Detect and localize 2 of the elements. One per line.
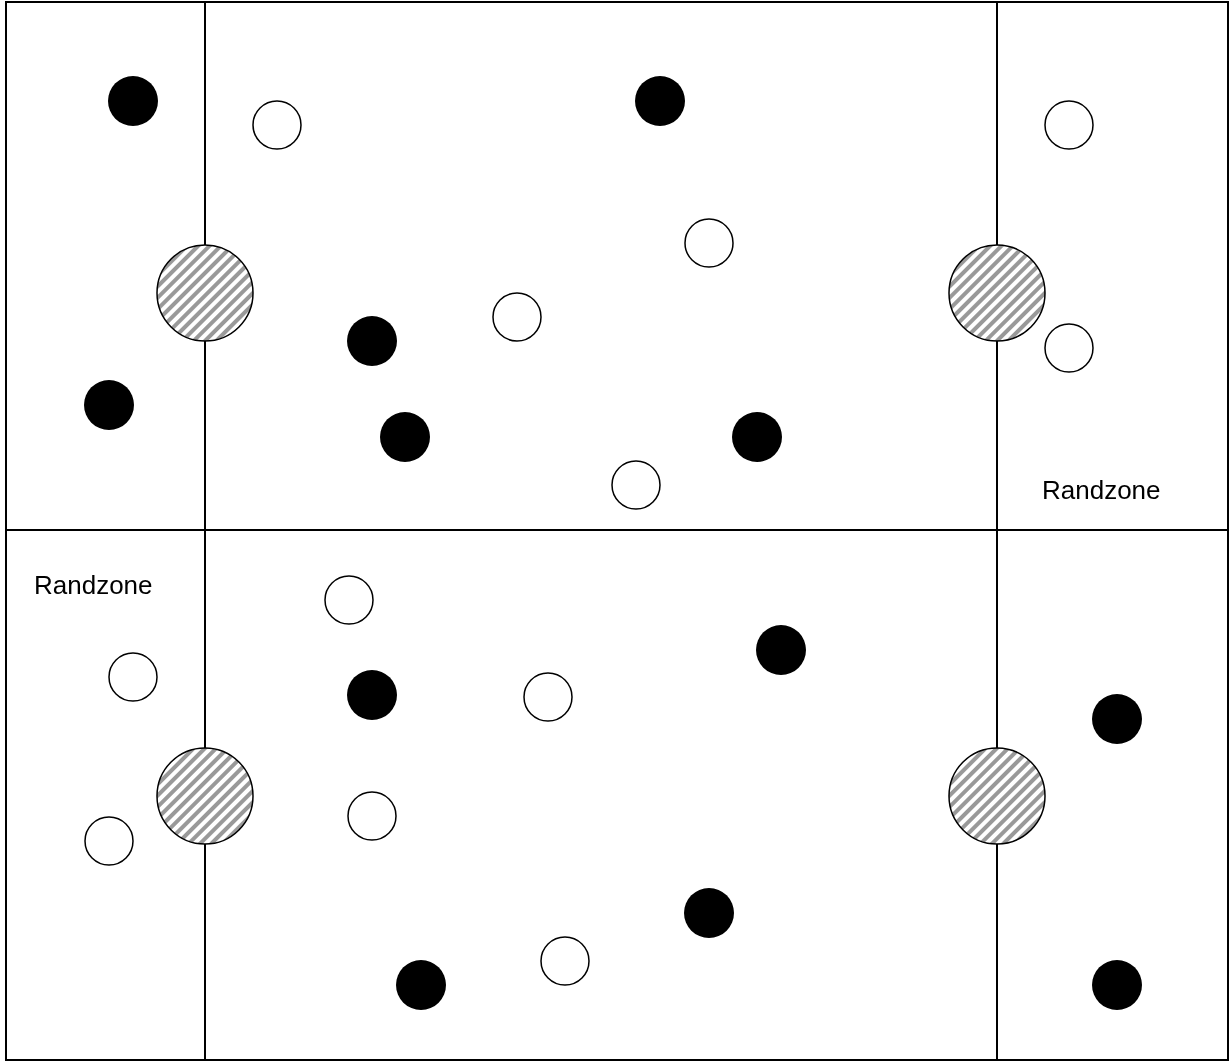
zone-label: Randzone — [1042, 475, 1161, 505]
zone-label: Randzone — [34, 570, 153, 600]
